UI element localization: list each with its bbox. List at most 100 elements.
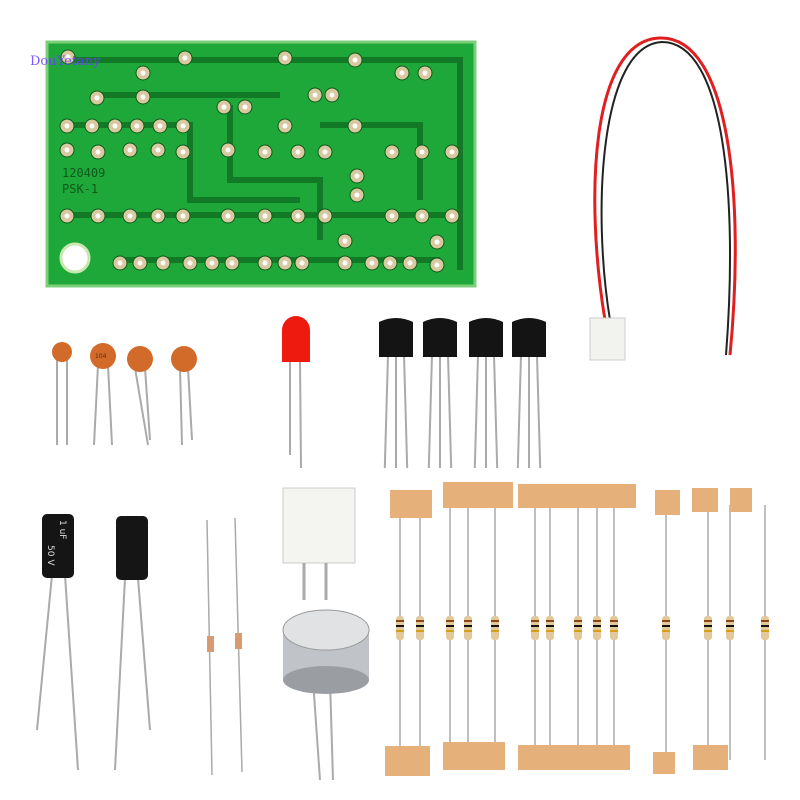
resistor-band xyxy=(446,630,454,632)
transistor-lead xyxy=(516,354,522,469)
resistor-body xyxy=(396,616,404,640)
transistor-lead xyxy=(427,354,433,469)
pad-hole xyxy=(112,123,118,129)
capacitor-label: 104 xyxy=(95,353,107,360)
pad-hole xyxy=(187,260,193,266)
watermark: DouYetany xyxy=(30,54,101,69)
pad-hole xyxy=(389,149,395,155)
pad-hole xyxy=(419,149,425,155)
transistor-lead xyxy=(383,354,389,469)
pad-hole xyxy=(225,213,231,219)
pad-hole xyxy=(262,260,268,266)
pad-hole xyxy=(434,262,440,268)
pad-hole xyxy=(354,192,360,198)
pad-hole xyxy=(180,149,186,155)
pad-hole xyxy=(399,70,405,76)
resistor-band xyxy=(446,625,454,627)
resistor-band xyxy=(546,625,554,627)
jst-connector xyxy=(282,487,356,600)
transistor-body xyxy=(423,318,457,357)
resistor-band xyxy=(574,625,582,627)
pad-hole xyxy=(137,260,143,266)
pad-hole xyxy=(182,55,188,61)
pad-hole xyxy=(180,123,186,129)
resistor-band xyxy=(464,620,472,622)
resistor-body xyxy=(531,616,539,640)
transistors xyxy=(379,318,546,469)
resistor-band xyxy=(610,625,618,627)
electrolytic-capacitors: 1 uF 50 V xyxy=(36,514,151,771)
pad-hole xyxy=(422,70,428,76)
pad-hole xyxy=(322,149,328,155)
paper-tape xyxy=(653,752,675,774)
transistor-lead xyxy=(447,354,453,469)
pad-hole xyxy=(389,213,395,219)
pad-hole xyxy=(221,104,227,110)
pad-hole xyxy=(89,123,95,129)
pad-hole xyxy=(299,260,305,266)
resistor-body xyxy=(491,616,499,640)
paper-tape xyxy=(655,490,680,515)
resistor-band xyxy=(531,625,539,627)
resistor-band xyxy=(464,625,472,627)
pad-hole xyxy=(369,260,375,266)
pad-hole xyxy=(134,123,140,129)
pad-hole xyxy=(94,95,100,101)
pad-hole xyxy=(64,213,70,219)
resistor-body xyxy=(546,616,554,640)
pad-hole xyxy=(387,260,393,266)
resistor-band xyxy=(610,620,618,622)
resistor-band xyxy=(546,630,554,632)
pad-hole xyxy=(157,123,163,129)
pad-hole xyxy=(140,70,146,76)
resistor-body xyxy=(446,616,454,640)
resistor-band xyxy=(546,620,554,622)
resistor-band xyxy=(416,620,424,622)
transistor-body xyxy=(379,318,413,357)
ceramic-capacitors: 104 xyxy=(52,342,197,446)
resistor-body xyxy=(662,616,670,640)
resistor-band xyxy=(531,630,539,632)
resistor-band xyxy=(491,625,499,627)
pad-hole xyxy=(312,92,318,98)
resistor-body xyxy=(610,616,618,640)
resistor-band xyxy=(593,620,601,622)
resistor-band xyxy=(704,620,712,622)
paper-tape xyxy=(390,490,432,518)
pad-hole xyxy=(354,173,360,179)
paper-tape xyxy=(443,742,505,770)
resistor-band xyxy=(491,620,499,622)
pad-hole xyxy=(160,260,166,266)
capacitor-value: 1 uF xyxy=(57,520,67,539)
paper-tape xyxy=(443,482,513,508)
pad-hole xyxy=(242,104,248,110)
pad-hole xyxy=(155,213,161,219)
paper-tape xyxy=(385,746,430,776)
transistor-lead xyxy=(536,354,542,469)
resistor-band xyxy=(593,630,601,632)
pad-hole xyxy=(225,147,231,153)
resistor-body xyxy=(574,616,582,640)
resistor-band xyxy=(704,625,712,627)
resistor-band xyxy=(446,620,454,622)
pad-hole xyxy=(64,123,70,129)
resistor-body xyxy=(761,616,769,640)
pad-hole xyxy=(140,94,146,100)
resistor-band xyxy=(726,630,734,632)
resistor-body xyxy=(416,616,424,640)
resistor-band xyxy=(610,630,618,632)
pad-hole xyxy=(434,239,440,245)
paper-tape xyxy=(518,484,636,508)
diodes xyxy=(206,517,243,776)
resistor-body xyxy=(593,616,601,640)
pad-hole xyxy=(209,260,215,266)
pad-hole xyxy=(449,149,455,155)
pad-hole xyxy=(95,213,101,219)
resistor-body xyxy=(726,616,734,640)
transistor-lead xyxy=(403,354,409,469)
pad-hole xyxy=(352,57,358,63)
pad-hole xyxy=(180,213,186,219)
pad-hole xyxy=(64,147,70,153)
pad-hole xyxy=(155,147,161,153)
paper-tape xyxy=(730,488,752,512)
